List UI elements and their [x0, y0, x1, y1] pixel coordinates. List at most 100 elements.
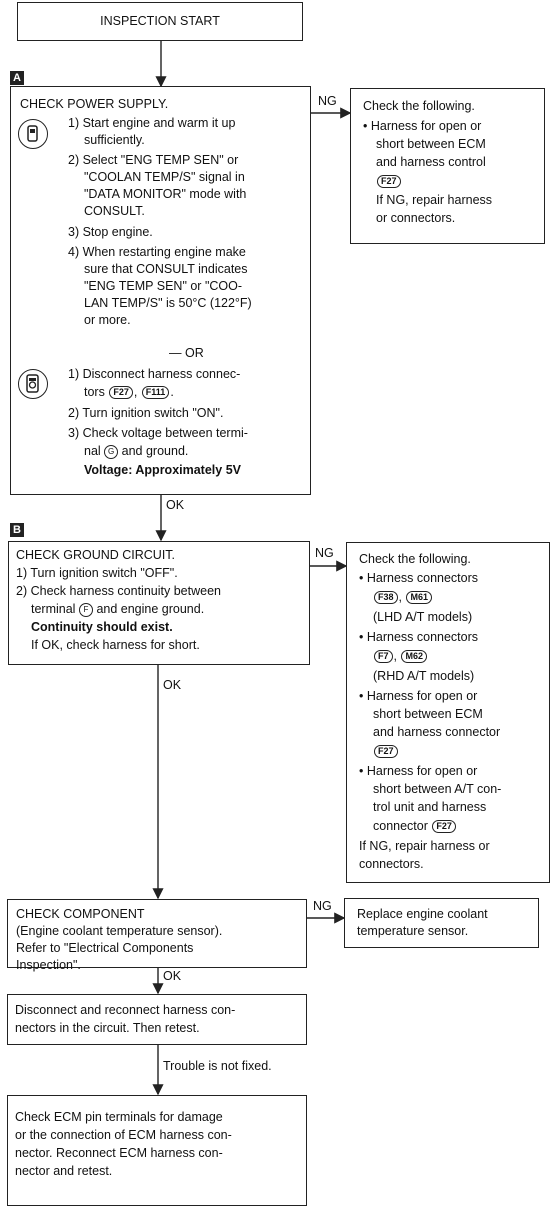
consult-step-1: 1) Start engine and warm it up	[68, 116, 236, 130]
or-text: OR	[184, 346, 204, 360]
consult-step-2b: "COOLAN TEMP/S" signal in	[84, 170, 245, 184]
ng1-box: Check the following. • Harness for open …	[350, 88, 545, 244]
ok-label-1: OK	[166, 498, 185, 512]
component-line-3: Refer to "Electrical Components	[16, 941, 194, 955]
ng2-lhd: (LHD A/T models)	[373, 610, 473, 624]
tester-step-3b: nal G and ground.	[84, 443, 188, 460]
voltage-spec: Voltage: Approximately 5V	[84, 463, 241, 477]
ng2-item2: • Harness connectors	[359, 630, 479, 644]
inspection-start-box: INSPECTION START	[17, 2, 303, 41]
ground-step-1: 1) Turn ignition switch "OFF".	[16, 566, 178, 580]
circuit-tester-icon	[18, 369, 48, 399]
ng2-item3-conn: F27	[373, 743, 399, 760]
ecm-line-4: nector and retest.	[15, 1164, 113, 1178]
ng-label-3: NG	[313, 899, 332, 913]
check-component-box: CHECK COMPONENT (Engine coolant temperat…	[7, 899, 307, 972]
ecm-line-1: Check ECM pin terminals for damage	[15, 1110, 223, 1124]
consult-step-1b: sufficiently.	[84, 133, 145, 147]
component-line-1: CHECK COMPONENT	[16, 907, 145, 921]
ng2-item3-3: and harness connector	[373, 725, 501, 739]
connector-m61: M61	[406, 591, 432, 605]
power-supply-title: CHECK POWER SUPPLY.	[20, 97, 169, 111]
consult-step-2: 2) Select "ENG TEMP SEN" or	[68, 153, 239, 167]
tester-step-3b-post: and ground.	[121, 444, 189, 458]
connector-f38: F38	[374, 591, 398, 605]
ng1-line-3: short between ECM	[376, 137, 486, 151]
tester-step-2: 2) Turn ignition switch "ON".	[68, 406, 224, 420]
consult-step-4d: LAN TEMP/S" is 50°C (122°F)	[84, 296, 252, 310]
ng3-line-1: Replace engine coolant	[357, 907, 488, 921]
ng1-line-4: and harness control	[376, 155, 486, 169]
consult-step-2d: CONSULT.	[84, 204, 145, 218]
consult-step-3: 3) Stop engine.	[68, 225, 153, 239]
ok-label-3: OK	[163, 969, 182, 983]
tester-step-3: 3) Check voltage between termi-	[68, 426, 248, 440]
terminal-g: G	[104, 444, 119, 459]
tester-step-3b-pre: nal	[84, 444, 101, 458]
ng1-tail-1: If NG, repair harness	[376, 193, 493, 207]
trouble-label: Trouble is not fixed.	[163, 1059, 272, 1073]
consult-step-4c: "ENG TEMP SEN" or "COO-	[84, 279, 243, 293]
ground-step-2b-pre: terminal	[31, 602, 76, 616]
ng2-item4-last: connector	[373, 819, 428, 833]
consult-step-4e: or more.	[84, 313, 131, 327]
ground-title: CHECK GROUND CIRCUIT.	[16, 548, 176, 562]
ng2-rhd: (RHD A/T models)	[373, 669, 475, 683]
power-supply-box: CHECK POWER SUPPLY. 1) Start engine and …	[10, 86, 311, 495]
ng-label-1: NG	[318, 94, 337, 108]
ng2-title: Check the following.	[359, 552, 471, 566]
tester-step-1b: tors F27, F111.	[84, 385, 174, 400]
tester-step-1: 1) Disconnect harness connec-	[68, 367, 241, 381]
ng2-item2-conns: F7, M62	[373, 648, 428, 665]
connector-f27: F27	[109, 386, 133, 400]
ng1-tail-2: or connectors.	[376, 211, 456, 225]
section-b-badge: B	[10, 523, 24, 537]
ok-label-2: OK	[163, 678, 182, 692]
ecm-check-box: Check ECM pin terminals for damage or th…	[7, 1095, 307, 1206]
reconnect-box: Disconnect and reconnect harness con- ne…	[7, 994, 307, 1045]
ground-step-2: 2) Check harness continuity between	[16, 584, 221, 598]
terminal-f: F	[78, 602, 93, 617]
ground-circuit-box: CHECK GROUND CIRCUIT. 1) Turn ignition s…	[8, 541, 310, 665]
tester-step-1b-text: tors	[84, 385, 105, 399]
consult-step-4: 4) When restarting engine make	[68, 245, 246, 259]
component-line-4: Inspection".	[16, 958, 81, 972]
ground-short: If OK, check harness for short.	[31, 638, 200, 652]
connector-f27: F27	[432, 820, 456, 834]
component-line-2: (Engine coolant temperature sensor).	[16, 924, 223, 938]
ng2-tail-2: connectors.	[359, 857, 424, 871]
inspection-start-label: INSPECTION START	[100, 14, 220, 28]
consult-step-4b: sure that CONSULT indicates	[84, 262, 248, 276]
ng3-box: Replace engine coolant temperature senso…	[344, 898, 539, 948]
ng2-tail-1: If NG, repair harness or	[359, 839, 490, 853]
ground-step-2b-post: and engine ground.	[96, 602, 205, 616]
reconnect-line-1: Disconnect and reconnect harness con-	[15, 1003, 236, 1017]
connector-f27: F27	[374, 745, 398, 759]
ng2-item4-1: • Harness for open or	[359, 764, 478, 778]
ng3-line-2: temperature sensor.	[357, 924, 469, 938]
connector-m62: M62	[401, 650, 427, 664]
ng1-line-2: • Harness for open or	[363, 119, 482, 133]
ng2-item4-4: connector F27	[373, 818, 457, 835]
section-a-badge: A	[10, 71, 24, 85]
ng2-item1: • Harness connectors	[359, 571, 479, 585]
connector-f111: F111	[141, 386, 170, 400]
ng2-box: Check the following. • Harness connector…	[346, 542, 550, 883]
ground-step-2b: terminal F and engine ground.	[31, 601, 204, 618]
ng2-item4-3: trol unit and harness	[373, 800, 487, 814]
ecm-line-2: or the connection of ECM harness con-	[15, 1128, 232, 1142]
reconnect-line-2: nectors in the circuit. Then retest.	[15, 1021, 200, 1035]
connector-f7: F7	[374, 650, 393, 664]
ng1-line-1: Check the following.	[363, 99, 475, 113]
or-label: — OR	[165, 345, 208, 362]
ng1-connector-line: F27	[376, 173, 402, 190]
continuity-spec: Continuity should exist.	[31, 620, 173, 634]
ng2-item4-2: short between A/T con-	[373, 782, 502, 796]
consult-step-2c: "DATA MONITOR" mode with	[84, 187, 247, 201]
ecm-line-3: nector. Reconnect ECM harness con-	[15, 1146, 223, 1160]
ng2-item1-conns: F38, M61	[373, 589, 433, 606]
ng-label-2: NG	[315, 546, 334, 560]
ng2-item3-2: short between ECM	[373, 707, 483, 721]
consult-tester-icon	[18, 119, 48, 149]
connector-f27: F27	[377, 175, 401, 189]
